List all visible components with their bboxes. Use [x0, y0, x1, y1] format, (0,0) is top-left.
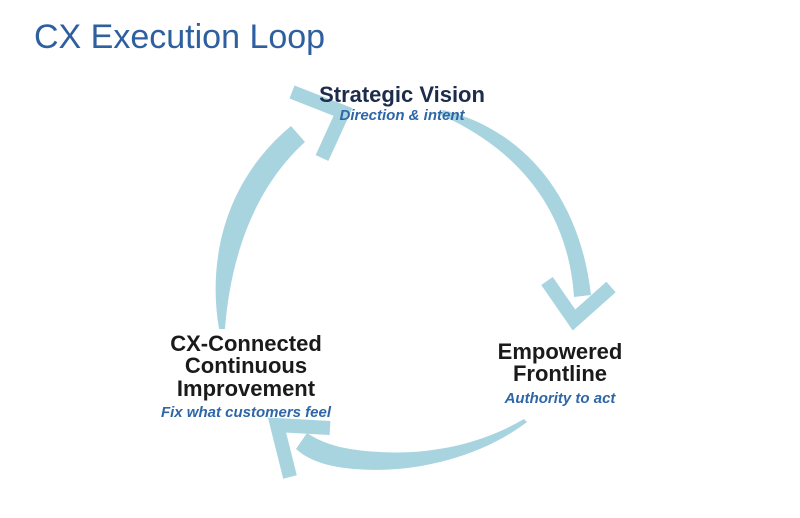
node-title-strategic-vision: Strategic Vision [319, 82, 485, 107]
arrowhead-up-right-icon [289, 85, 353, 161]
node-title-cx-connected-continuous-improvement: CX-Connected Continuous Improvement [170, 331, 322, 401]
node-empowered-frontline: Empowered Frontline Authority to act [475, 339, 645, 407]
page-title: CX Execution Loop [34, 18, 326, 56]
arrow-improvement-to-vision-icon [215, 85, 353, 329]
node-subtitle-cx-connected-continuous-improvement: Fix what customers feel [160, 404, 332, 422]
node-subtitle-empowered-frontline: Authority to act [504, 389, 616, 407]
arrowhead-down-icon [541, 277, 616, 331]
arrow-frontline-to-improvement-icon [267, 417, 527, 479]
node-cx-connected-continuous-improvement: CX-Connected Continuous Improvement Fix … [116, 331, 376, 422]
node-title-empowered-frontline: Empowered Frontline [497, 339, 623, 387]
arrowhead-up-left-icon [267, 417, 331, 479]
arrow-vision-to-frontline-icon [441, 110, 616, 331]
node-subtitle-strategic-vision: Direction & intent [339, 107, 465, 125]
node-strategic-vision: Strategic Vision Direction & intent [317, 82, 487, 125]
